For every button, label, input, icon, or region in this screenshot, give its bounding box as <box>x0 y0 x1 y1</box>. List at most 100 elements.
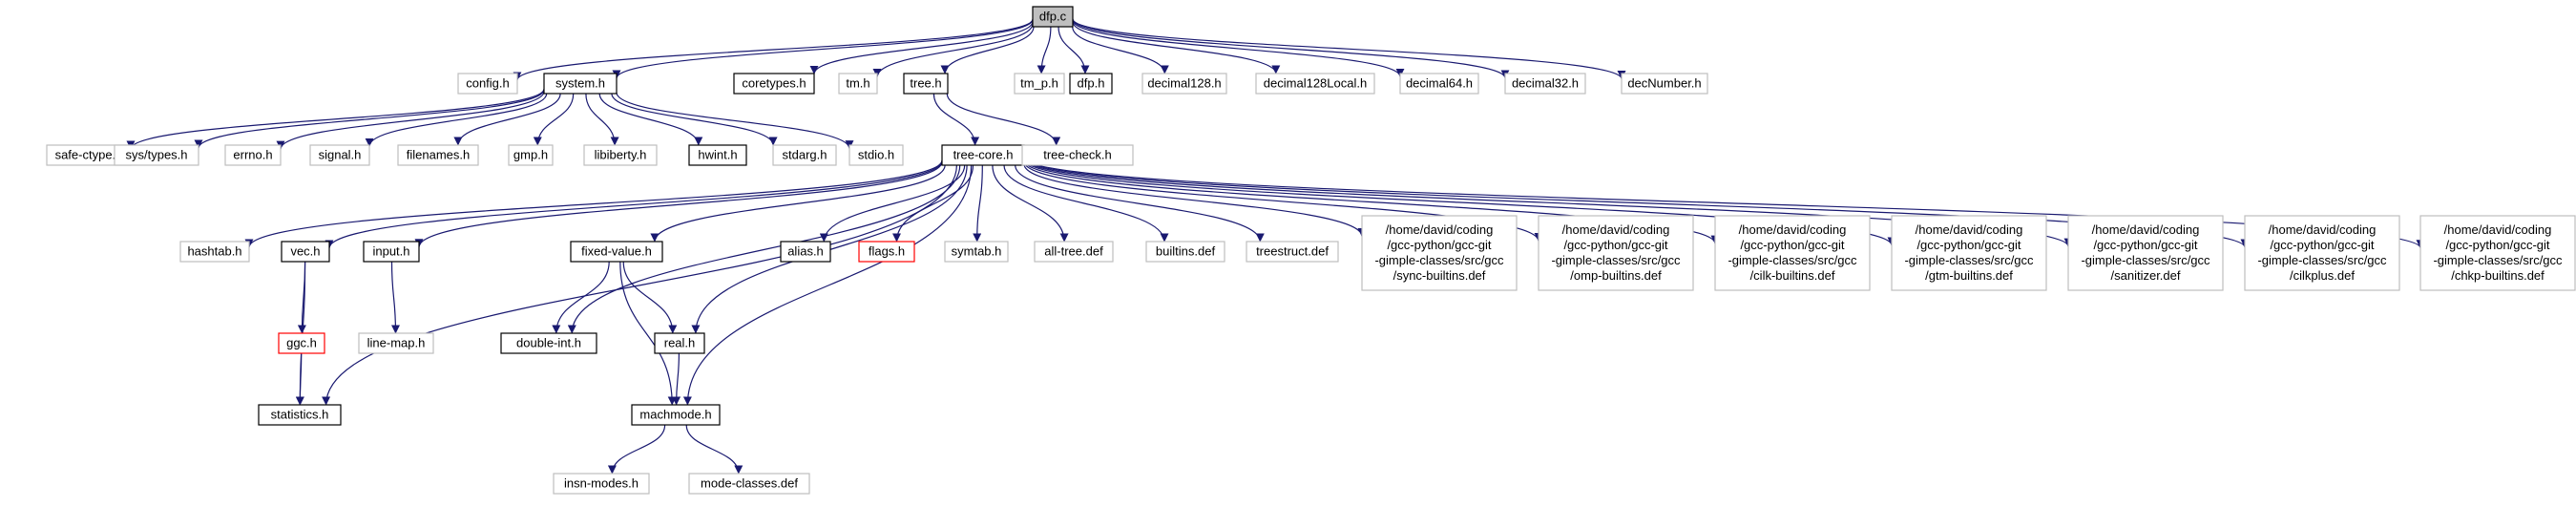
node-line-map-h: line-map.h <box>358 332 434 354</box>
node-label: -gimple-classes/src/gcc <box>1551 253 1681 267</box>
node-label: real.h <box>664 336 696 350</box>
node-errno-h: errno.h <box>224 144 282 166</box>
node-statistics-h[interactable]: statistics.h <box>258 404 342 426</box>
edge-tree_core_h-to-vec_h <box>325 160 943 249</box>
node-label: treestruct.def <box>1256 244 1329 259</box>
node-box <box>1069 73 1113 95</box>
node-libiberty-h: libiberty.h <box>583 144 658 166</box>
node-coretypes-h[interactable]: coretypes.h <box>733 73 815 95</box>
node-label: /chkp-builtins.def <box>2451 268 2545 283</box>
node-box <box>278 332 325 354</box>
node-vec-h[interactable]: vec.h <box>281 241 330 263</box>
node-box <box>1021 144 1134 166</box>
edge-dfp_c-to-tm_h <box>872 23 1034 78</box>
node-label: decimal32.h <box>1512 76 1579 91</box>
node-label: /cilk-builtins.def <box>1750 268 1835 283</box>
node-box <box>1141 73 1227 95</box>
node-label: safe-ctype.h <box>55 148 123 162</box>
node-box <box>363 241 420 263</box>
node-ggc-h[interactable]: ggc.h <box>278 332 325 354</box>
node-box <box>179 241 250 263</box>
node-signal-h: signal.h <box>309 144 370 166</box>
node-builtins-def: builtins.def <box>1145 241 1225 263</box>
node-box <box>1032 6 1074 28</box>
node-box <box>358 332 434 354</box>
edge-dfp_c-to-decimal128_h <box>1072 26 1169 74</box>
node-fixed-value-h[interactable]: fixed-value.h <box>570 241 663 263</box>
node-insn-modes-h: insn-modes.h <box>553 473 650 495</box>
node-box <box>1504 73 1586 95</box>
node-config-h: config.h <box>457 73 518 95</box>
edge-system_h-to-libiberty_h <box>585 93 619 146</box>
edge-system_h-to-sys_types_h <box>194 89 545 149</box>
node-treestruct-def: treestruct.def <box>1246 241 1339 263</box>
edge-tree_core_h-to-hashtab_h <box>244 159 943 248</box>
node-cilk-builtins-def: /home/david/coding/gcc-python/gcc-git-gi… <box>1714 215 1871 291</box>
node-box <box>553 473 650 495</box>
node-label: tm.h <box>846 76 869 91</box>
node-label: /home/david/coding <box>1562 222 1670 237</box>
node-safe-ctype-h: safe-ctype.h <box>46 144 132 166</box>
node-hashtab-h: hashtab.h <box>179 241 250 263</box>
node-double-int-h[interactable]: double-int.h <box>500 332 597 354</box>
node-real-h[interactable]: real.h <box>654 332 705 354</box>
node-flags-h[interactable]: flags.h <box>858 241 915 263</box>
edge-tree_core_h-to-builtins_def <box>1003 164 1169 243</box>
node-label: vec.h <box>290 244 320 259</box>
edge-system_h-to-hwint_h <box>598 93 703 146</box>
node-label: decNumber.h <box>1627 76 1701 91</box>
edge-dfp_c-to-tm_p_h <box>1037 26 1052 74</box>
node-box <box>688 144 747 166</box>
node-box <box>733 73 815 95</box>
edge-system_h-to-signal_h <box>365 93 548 147</box>
node-input-h[interactable]: input.h <box>363 241 420 263</box>
node-tm-p-h: tm_p.h <box>1014 73 1065 95</box>
node-box <box>1034 241 1114 263</box>
node-tree-check-h: tree-check.h <box>1021 144 1134 166</box>
node-box <box>903 73 949 95</box>
node-label: config.h <box>466 76 510 91</box>
edge-system_h-to-gmp_h <box>533 93 575 146</box>
edge-tree_core_h-to-machmode_h <box>682 164 973 406</box>
edge-real_h-to-machmode_h <box>672 352 681 406</box>
node-label: decimal128Local.h <box>1264 76 1367 91</box>
edge-tree_core_h-to-fixed_value_h <box>650 164 946 243</box>
node-box <box>772 144 837 166</box>
node-decimal64-h: decimal64.h <box>1399 73 1479 95</box>
node-label: builtins.def <box>1156 244 1216 259</box>
node-label: libiberty.h <box>595 148 647 162</box>
node-label: -gimple-classes/src/gcc <box>2433 253 2563 267</box>
edge-tree_core_h-to-input_h <box>414 161 943 248</box>
edge-machmode_h-to-mode_classes_def <box>685 424 743 475</box>
node-label: symtab.h <box>952 244 1002 259</box>
node-label: decimal128.h <box>1147 76 1221 91</box>
node-box <box>2419 215 2576 291</box>
node-box <box>543 73 618 95</box>
node-label: /cilkplus.def <box>2290 268 2355 283</box>
node-machmode-h[interactable]: machmode.h <box>631 404 721 426</box>
edge-dfp_c-to-system_h <box>612 19 1034 79</box>
node-label: -gimple-classes/src/gcc <box>1904 253 2034 267</box>
node-label: /gcc-python/gcc-git <box>2270 238 2374 252</box>
node-hwint-h[interactable]: hwint.h <box>688 144 747 166</box>
node-label: /home/david/coding <box>2269 222 2377 237</box>
node-box <box>570 241 663 263</box>
node-all-tree-def: all-tree.def <box>1034 241 1114 263</box>
node-gmp-h: gmp.h <box>508 144 554 166</box>
node-tree-core-h[interactable]: tree-core.h <box>941 144 1025 166</box>
node-box <box>1621 73 1708 95</box>
node-box <box>583 144 658 166</box>
node-box <box>281 241 330 263</box>
node-label: signal.h <box>319 148 362 162</box>
node-dfp-c[interactable]: dfp.c <box>1032 6 1074 28</box>
node-label: /sanitizer.def <box>2111 268 2181 283</box>
node-system-h[interactable]: system.h <box>543 73 618 95</box>
node-tree-h[interactable]: tree.h <box>903 73 949 95</box>
edge-tree_core_h-to-sync_builtins_def <box>1023 163 1367 238</box>
node-box <box>508 144 554 166</box>
node-box <box>1891 215 2047 291</box>
node-alias-h[interactable]: alias.h <box>780 241 831 263</box>
edge-tree_core_h-to-symtab_h <box>973 164 983 243</box>
edge-tree_core_h-to-flags_h <box>892 164 974 243</box>
node-dfp-h[interactable]: dfp.h <box>1069 73 1113 95</box>
